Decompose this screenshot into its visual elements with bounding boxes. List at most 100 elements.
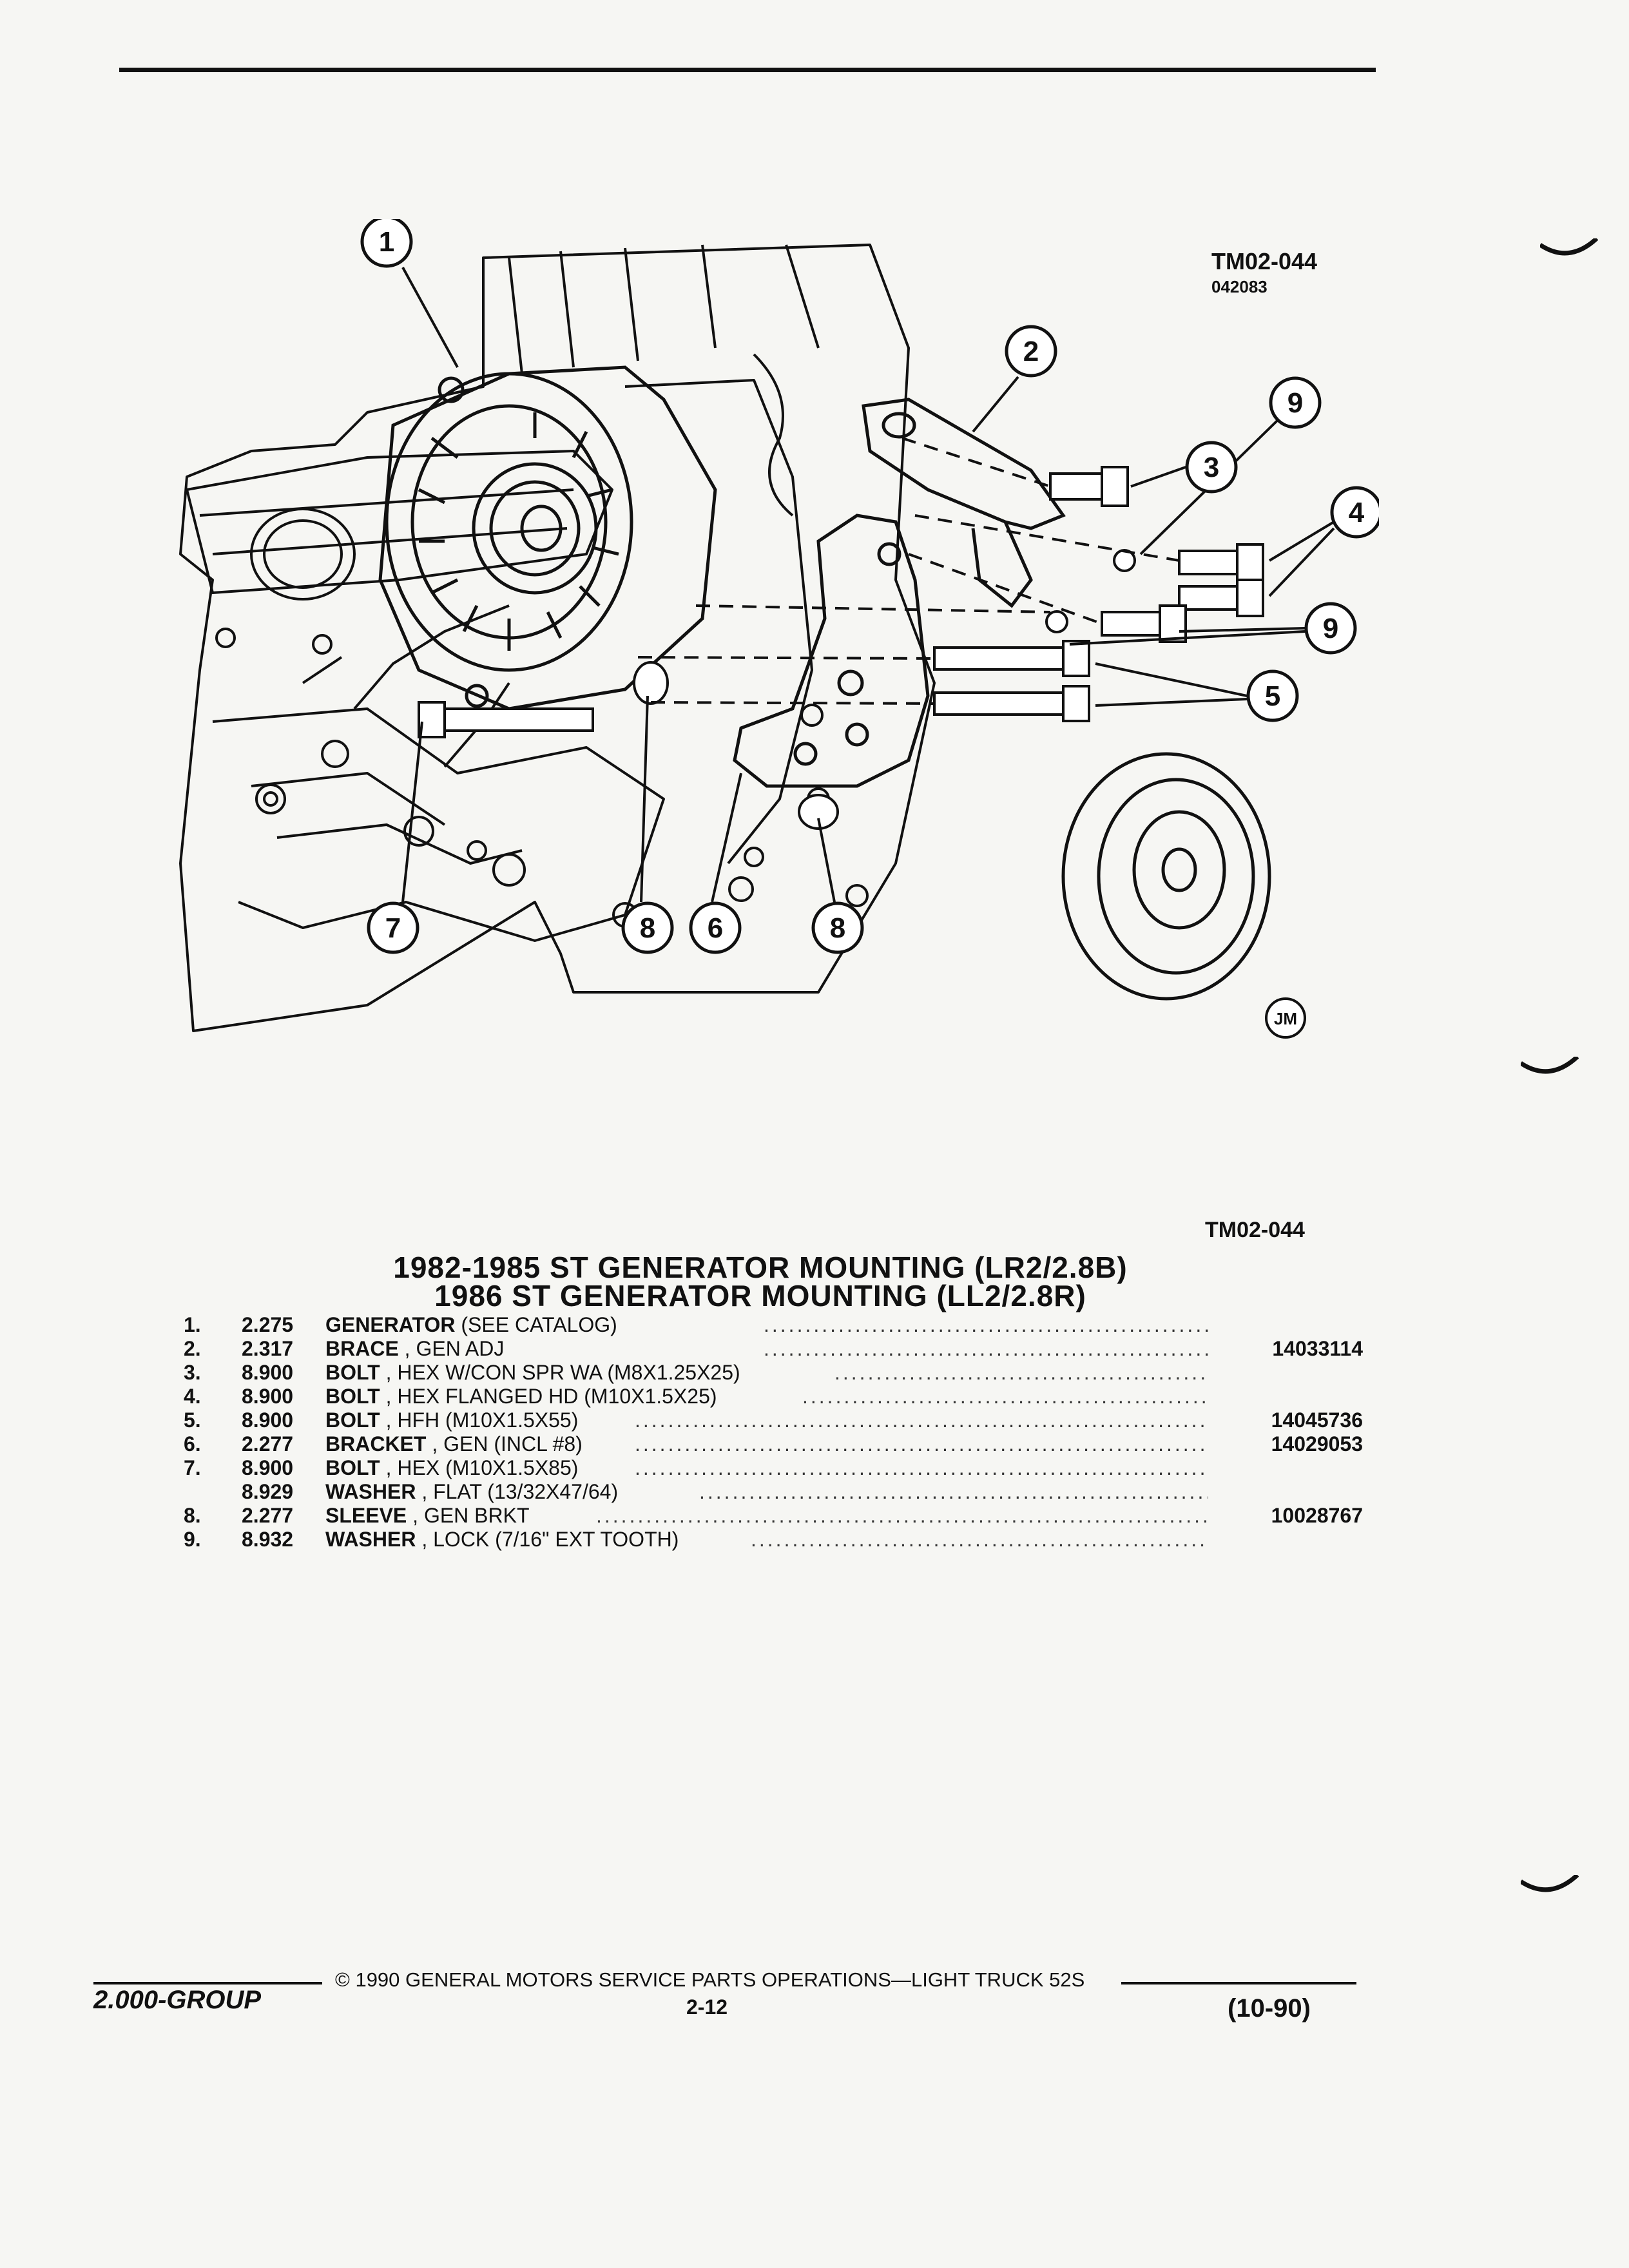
parts-row: 5. 8.900 BOLT , HFH (M10X1.5X55) .......… (184, 1408, 1363, 1432)
item-description: WASHER , LOCK (7/16" EXT TOOTH) (325, 1528, 679, 1551)
callout-label: 6 (708, 912, 723, 944)
bolt-5b (933, 685, 1090, 722)
item-number: 8. (184, 1504, 201, 1527)
generator (378, 365, 717, 711)
callout-label: 1 (379, 226, 394, 258)
valve-cover (186, 450, 613, 594)
generator-bracket (733, 514, 930, 788)
artist-mark-circle (1265, 997, 1306, 1039)
top-rule (119, 68, 1376, 72)
item-number: 5. (184, 1408, 201, 1432)
sleeve-8b (798, 794, 839, 830)
item-description: BRACE , GEN ADJ (325, 1337, 505, 1360)
item-code: 8.900 (242, 1361, 294, 1384)
bolt-3 (1049, 466, 1129, 507)
leader-dots: ........................................… (635, 1432, 1208, 1456)
leader-dots: ........................................… (764, 1313, 1208, 1336)
item-number: 2. (184, 1337, 201, 1360)
callout-9-top (1269, 376, 1322, 429)
footer-rule-right (1121, 1982, 1356, 1984)
callout-label: 5 (1265, 680, 1280, 712)
item-description: WASHER , FLAT (13/32X47/64) (325, 1480, 619, 1503)
parts-row: 7. 8.900 BOLT , HEX (M10X1.5X85) .......… (184, 1456, 1363, 1480)
callouts (360, 219, 1379, 1039)
item-code: 8.929 (242, 1480, 294, 1503)
binder-mark (1540, 238, 1598, 256)
sleeve-8a (633, 661, 669, 705)
item-code: 2.317 (242, 1337, 294, 1360)
parts-row: 3. 8.900 BOLT , HEX W/CON SPR WA (M8X1.2… (184, 1361, 1363, 1385)
artist-mark: JM (1274, 1009, 1297, 1028)
item-code: 8.932 (242, 1528, 294, 1551)
item-code: 2.277 (242, 1504, 294, 1527)
intake-manifold (212, 707, 665, 942)
item-number: 3. (184, 1361, 201, 1384)
footer-group: 2.000-GROUP (93, 1986, 262, 2014)
bolt-4b (1178, 579, 1264, 617)
callout-7 (367, 901, 419, 954)
callout-6 (689, 901, 742, 954)
callout-label: 8 (640, 912, 655, 944)
engine-block-outline (179, 244, 936, 1032)
item-number: 7. (184, 1456, 201, 1479)
generator-mounting-diagram: 1 2 3 9 4 9 5 7 8 6 8 JM (179, 219, 1379, 1039)
footer-copyright: © 1990 GENERAL MOTORS SERVICE PARTS OPER… (335, 1968, 1085, 1991)
title-line-2: 1986 ST GENERATOR MOUNTING (LL2/2.8R) (434, 1279, 1086, 1312)
parts-row: 8.929 WASHER , FLAT (13/32X47/64) ......… (184, 1480, 1363, 1504)
figure-subcode: 042083 (1211, 277, 1268, 296)
item-description: BOLT , HEX W/CON SPR WA (M8X1.25X25) (325, 1361, 740, 1384)
figure-code: TM02-044 (1211, 248, 1318, 274)
part-number: 10028767 (1271, 1504, 1363, 1527)
bolt-7 (418, 701, 594, 738)
bolts (418, 466, 1264, 830)
callout-2 (1005, 325, 1057, 378)
callout-label: 3 (1204, 452, 1219, 483)
leader-dots: ........................................… (699, 1480, 1208, 1503)
callout-9-mid (1304, 602, 1357, 655)
leader-dots: ........................................… (635, 1456, 1208, 1479)
callout-label: 4 (1349, 497, 1365, 528)
leader-dots: ........................................… (751, 1528, 1208, 1551)
item-number: 9. (184, 1528, 201, 1551)
washer-9b (1045, 610, 1068, 633)
callout-label: 9 (1323, 613, 1338, 644)
parts-list: 1. 2.275 GENERATOR (SEE CATALOG) .......… (184, 1313, 1363, 1552)
oil-cap (250, 508, 356, 601)
parts-row: 1. 2.275 GENERATOR (SEE CATALOG) .......… (184, 1313, 1363, 1337)
leader-dots: ........................................… (834, 1361, 1208, 1384)
footer-rule-left (93, 1982, 322, 1984)
item-number: 4. (184, 1385, 201, 1408)
page-title: 1982-1985 ST GENERATOR MOUNTING (LR2/2.8… (277, 1253, 1244, 1312)
crankshaft-pulley (1061, 752, 1271, 1001)
callout-1 (360, 219, 413, 268)
item-code: 2.277 (242, 1432, 294, 1456)
callout-5 (1246, 669, 1299, 722)
timing-cover (624, 379, 813, 865)
callout-3 (1185, 441, 1238, 494)
caption-figure-code: TM02-044 (1205, 1218, 1305, 1242)
callout-8-left (621, 901, 674, 954)
callout-4 (1330, 486, 1379, 539)
footer-date: (10-90) (1228, 1994, 1311, 2023)
callout-8-right (811, 901, 864, 954)
leader-dots: ........................................… (764, 1337, 1208, 1360)
bolt-9b (1101, 604, 1187, 643)
item-description: BRACKET , GEN (INCL #8) (325, 1432, 583, 1456)
item-number: 1. (184, 1313, 201, 1336)
item-code: 8.900 (242, 1408, 294, 1432)
parts-row: 8. 2.277 SLEEVE , GEN BRKT .............… (184, 1504, 1363, 1528)
part-number: 14033114 (1272, 1337, 1363, 1360)
item-description: SLEEVE , GEN BRKT (325, 1504, 530, 1527)
parts-row: 9. 8.932 WASHER , LOCK (7/16" EXT TOOTH)… (184, 1528, 1363, 1552)
callout-label: 2 (1023, 336, 1039, 367)
callout-label: 7 (385, 912, 401, 944)
bolt-5a (933, 640, 1090, 677)
binder-mark (1521, 1875, 1579, 1892)
leader-dots: ........................................… (596, 1504, 1208, 1527)
item-code: 2.275 (242, 1313, 294, 1336)
parts-row: 6. 2.277 BRACKET , GEN (INCL #8) .......… (184, 1432, 1363, 1456)
part-number: 14045736 (1271, 1408, 1363, 1432)
generator-brace (862, 398, 1066, 608)
parts-row: 4. 8.900 BOLT , HEX FLANGED HD (M10X1.5X… (184, 1385, 1363, 1408)
item-number: 6. (184, 1432, 201, 1456)
